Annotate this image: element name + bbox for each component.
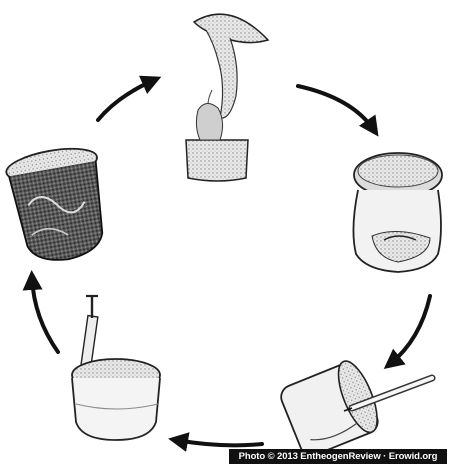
arrow-tub-to-colonized bbox=[22, 270, 60, 354]
tub-syringe-icon bbox=[71, 294, 161, 441]
arrow-jar-to-inoculation bbox=[383, 294, 432, 369]
tilted-jar-syringe-icon bbox=[280, 360, 436, 457]
spore-jar-icon bbox=[352, 152, 443, 273]
arrow-mushroom-to-jar bbox=[296, 84, 379, 137]
photo-credit: Photo © 2013 EntheogenReview · Erowid.or… bbox=[229, 449, 447, 464]
arrow-inoculation-to-tub bbox=[168, 432, 264, 452]
colonized-jar-icon bbox=[5, 147, 104, 261]
mushroom-icon bbox=[185, 13, 270, 182]
syringe-icon bbox=[343, 374, 436, 412]
arrow-colonized-to-mushroom bbox=[96, 75, 162, 122]
cycle-arrows bbox=[22, 75, 432, 452]
syringe-icon bbox=[79, 294, 99, 374]
